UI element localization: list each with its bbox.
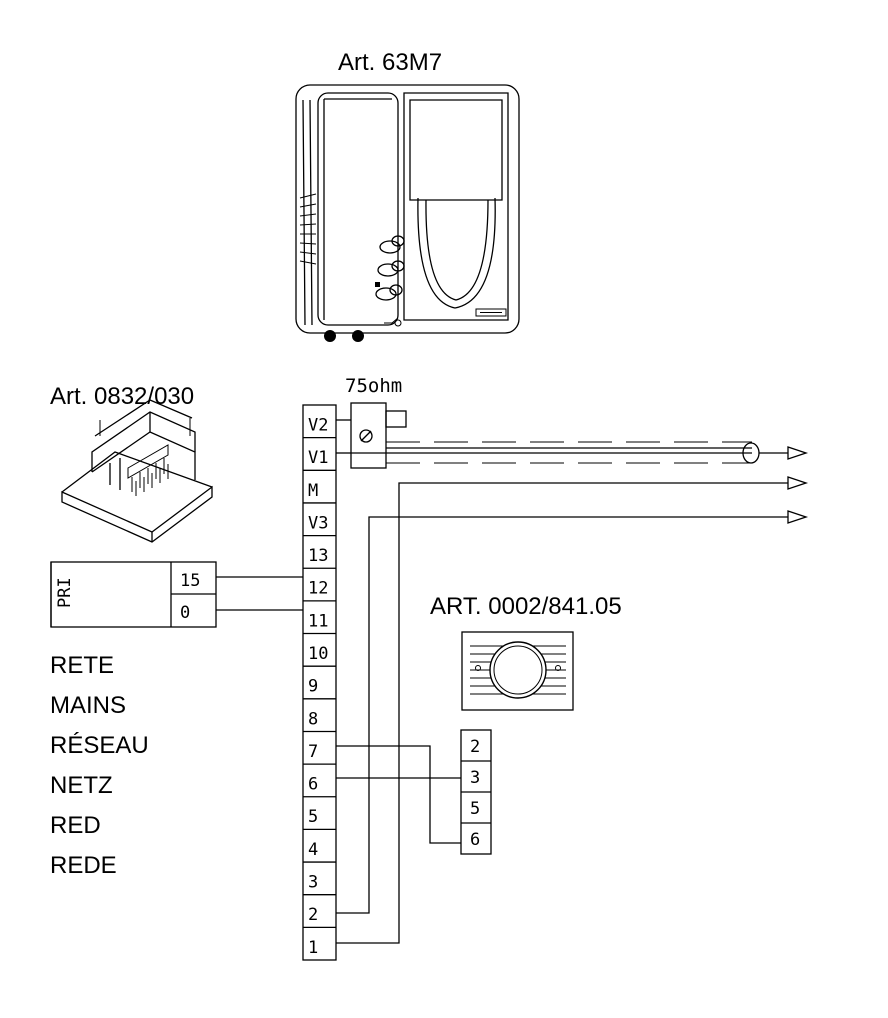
terminal-label: 2 <box>308 905 318 925</box>
din-power-supply-icon <box>61 399 213 543</box>
camera-terminal-block: 2 3 5 6 <box>460 729 492 855</box>
monitor-handset-icon <box>295 84 520 342</box>
terminal-label: 11 <box>308 611 328 631</box>
mains-label: RETE <box>50 652 114 679</box>
terminal-label: M <box>308 481 318 501</box>
terminal-label: 4 <box>308 840 318 860</box>
terminal-label: 6 <box>308 775 318 795</box>
terminal-label: 9 <box>308 677 318 697</box>
terminal-label: V1 <box>308 448 328 468</box>
impedance-label: 75ohm <box>345 375 402 397</box>
camera-terminal: 2 <box>470 737 480 757</box>
camera-terminal: 5 <box>470 799 480 819</box>
power-supply-label: Art. 0832/030 <box>50 383 194 410</box>
primary-terminal-0: 0 <box>180 603 190 623</box>
mains-label: RÉSEAU <box>50 732 149 759</box>
terminal-label: 3 <box>308 873 318 893</box>
terminal-label: V2 <box>308 415 328 435</box>
camera-terminal: 6 <box>470 830 480 850</box>
terminal-label: 8 <box>308 709 318 729</box>
terminal-label: 13 <box>308 546 328 566</box>
terminal-label: 10 <box>308 644 328 664</box>
primary-label: PRI <box>55 577 75 608</box>
primary-terminal-15: 15 <box>180 571 200 591</box>
terminal-label: V3 <box>308 513 328 533</box>
terminal-label: 12 <box>308 579 328 599</box>
primary-box: PRI 15 0 <box>50 561 217 628</box>
terminal-label: 1 <box>308 938 318 958</box>
mains-label: RED <box>50 812 101 839</box>
camera-module-icon <box>461 631 574 711</box>
monitor-label: Art. 63M7 <box>338 49 442 76</box>
mains-label: REDE <box>50 852 117 879</box>
terminal-label: 7 <box>308 742 318 762</box>
camera-terminal: 3 <box>470 768 480 788</box>
terminal-label: 5 <box>308 807 318 827</box>
mains-label: MAINS <box>50 692 126 719</box>
mains-label: NETZ <box>50 772 113 799</box>
coax-cable <box>351 441 788 464</box>
mains-labels: RETE MAINS RÉSEAU NETZ RED REDE <box>50 652 149 879</box>
coax-resistor-icon <box>336 402 407 469</box>
wire-runs <box>216 482 788 944</box>
arrow-icon <box>787 446 809 524</box>
camera-label: ART. 0002/841.05 <box>430 593 622 620</box>
